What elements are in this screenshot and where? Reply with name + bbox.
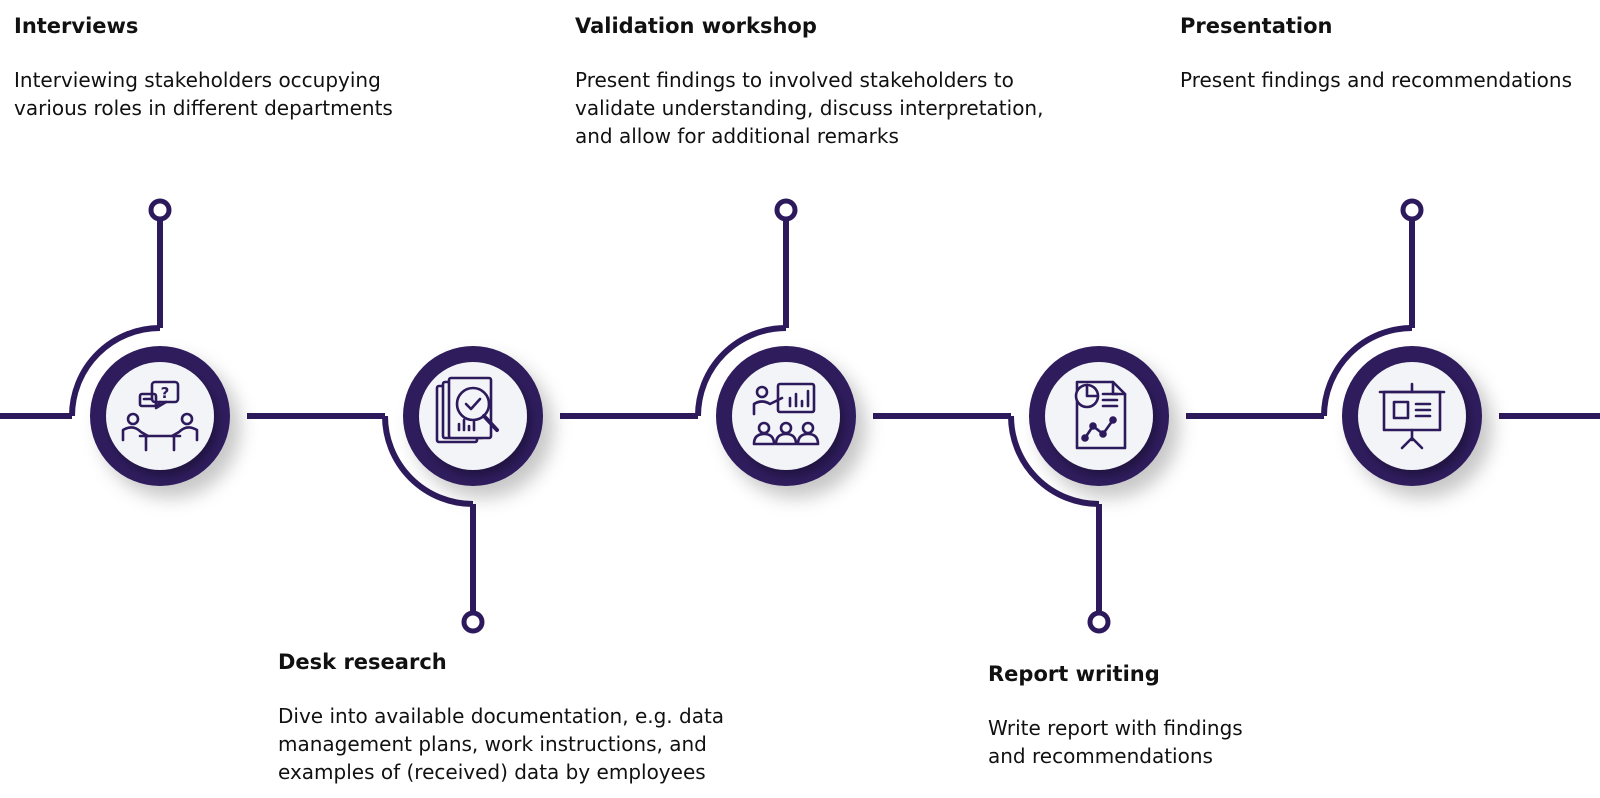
presentation-board-icon [1378,382,1446,450]
pin-dot-report-writing [1087,610,1111,634]
step-title: Report writing [988,662,1160,686]
step-node-validation-workshop [716,346,856,486]
step-arc-validation-workshop [695,325,787,417]
step-description: Dive into available documentation, e.g. … [278,704,725,784]
step-title: Interviews [14,14,139,38]
document-search-icon [435,376,499,444]
step-node-desk-research [403,346,543,486]
step-description: Present findings to involved stakeholder… [575,68,1044,148]
step-title: Presentation [1180,14,1333,38]
report-chart-icon [1074,380,1127,450]
step-arc-interviews [69,325,161,417]
step-node-presentation [1342,346,1482,486]
step-arc-desk-research [382,415,474,507]
step-text-report-writing: Report writing Write report with finding… [988,660,1288,770]
step-description: Interviewing stakeholders occupying vari… [14,68,393,120]
step-node-interviews: ? [90,346,230,486]
pin-dot-desk-research [461,610,485,634]
step-text-validation-workshop: Validation workshop Present findings to … [575,12,1055,150]
step-description: Present findings and recommendations [1180,68,1573,92]
pin-dot-validation-workshop [774,198,798,222]
step-description: Write report with findings and recommend… [988,716,1243,768]
step-arc-report-writing [1008,415,1100,507]
pin-dot-presentation [1400,198,1424,222]
step-arc-presentation [1321,325,1413,417]
interview-icon: ? [121,380,199,452]
step-text-presentation: Presentation Present findings and recomm… [1180,12,1595,94]
step-title: Desk research [278,650,447,674]
step-text-desk-research: Desk research Dive into available docume… [278,648,778,786]
workshop-presenter-icon [752,382,820,446]
pin-dot-interviews [148,198,172,222]
step-text-interviews: Interviews Interviewing stakeholders occ… [14,12,454,122]
step-title: Validation workshop [575,14,817,38]
step-node-report-writing [1029,346,1169,486]
svg-text:?: ? [161,384,170,402]
